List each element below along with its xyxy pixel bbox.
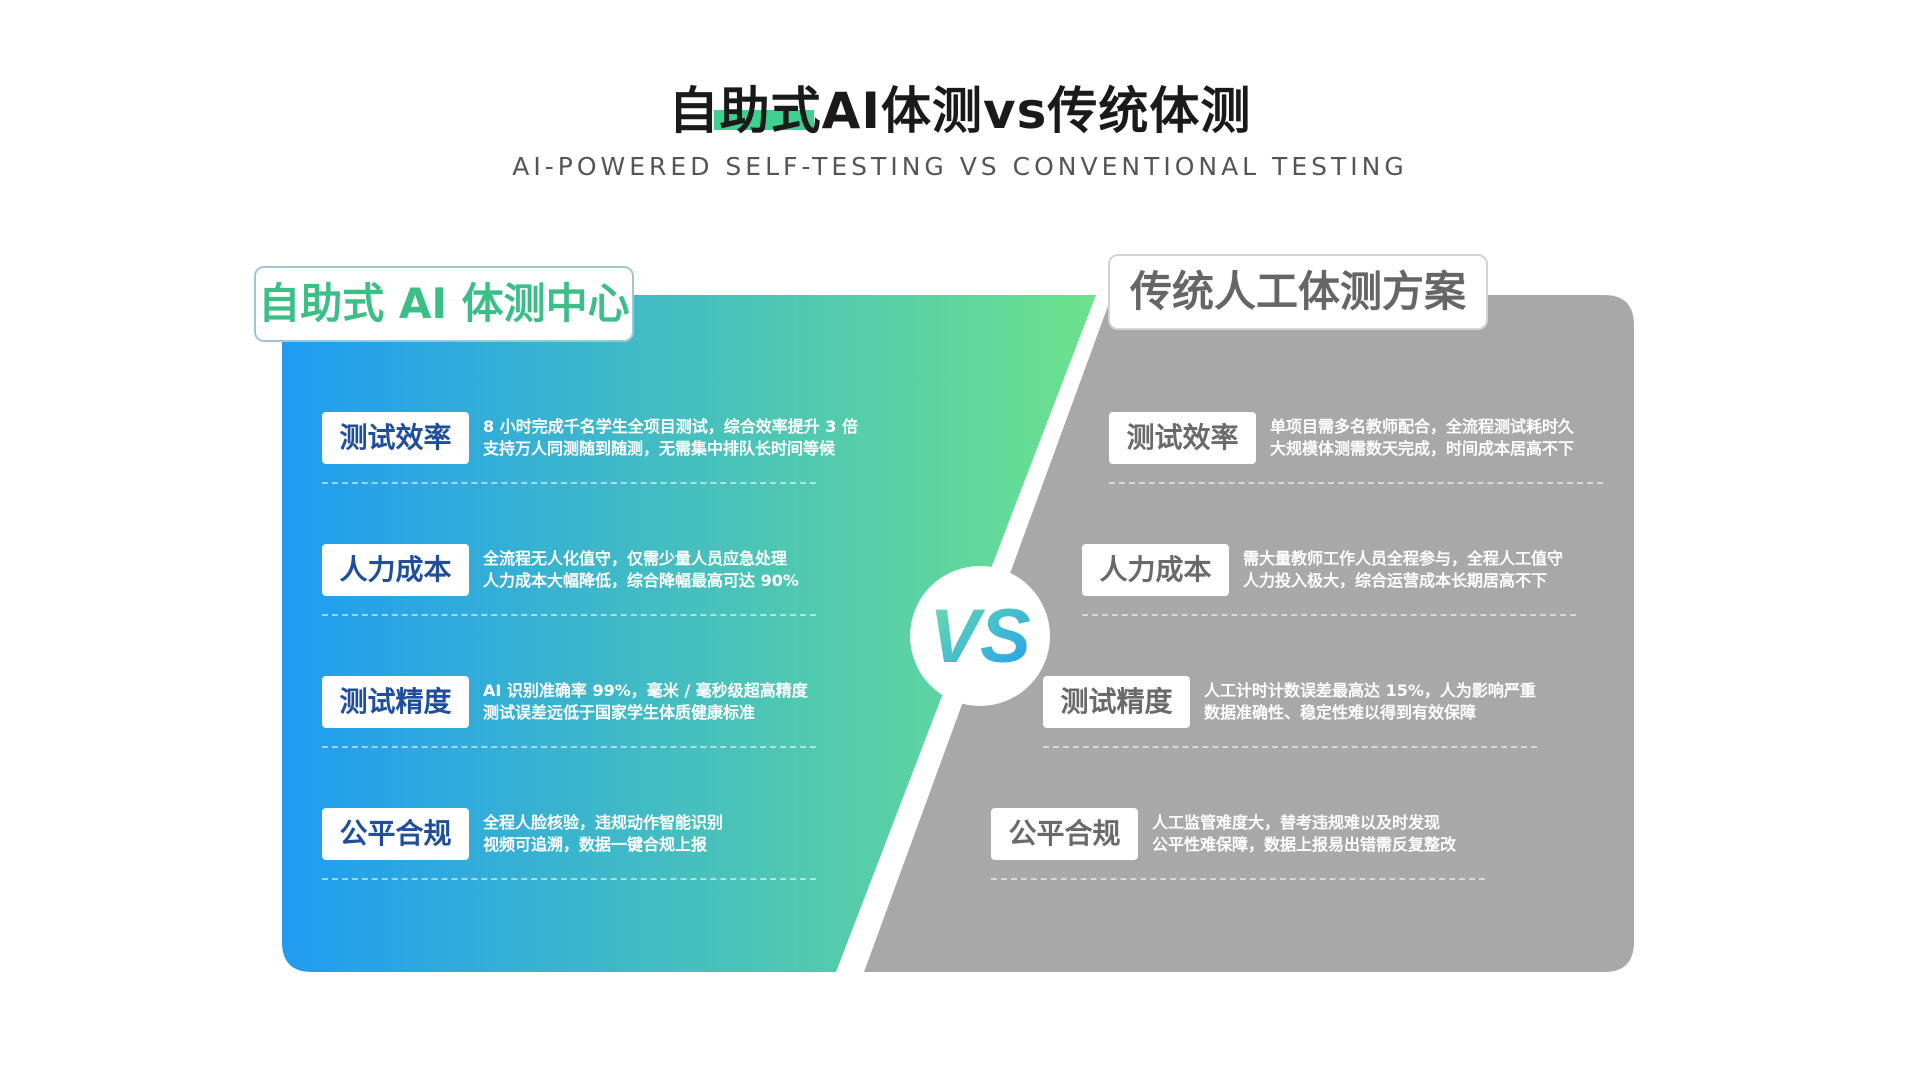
page-subtitle: AI-POWERED SELF-TESTING VS CONVENTIONAL …: [512, 152, 1408, 181]
left-row-desc: 8 小时完成千名学生全项目测试，综合效率提升 3 倍 支持万人同测随到随测，无需…: [483, 416, 903, 460]
title-block: 自助式AI体测vs传统体测: [0, 80, 1920, 142]
left-row-line: 人力成本大幅降低，综合降幅最高可达 90%: [483, 571, 799, 590]
right-row-line: 人力投入极大，综合运营成本长期居高不下: [1243, 571, 1548, 590]
left-heading-badge: 自助式 AI 体测中心: [254, 266, 634, 342]
right-row-label: 人力成本: [1082, 544, 1229, 596]
right-heading-badge: 传统人工体测方案: [1108, 254, 1488, 330]
left-row-divider: [322, 482, 816, 484]
right-row-line: 公平性难保障，数据上报易出错需反复整改: [1152, 835, 1457, 854]
right-row-divider: [1082, 614, 1576, 616]
left-row-line: AI 识别准确率 99%，毫米 / 毫秒级超高精度: [483, 681, 808, 700]
right-row-divider: [991, 878, 1485, 880]
right-row-line: 人工监管难度大，替考违规难以及时发现: [1152, 813, 1441, 832]
right-row-desc: 单项目需多名教师配合，全流程测试耗时久 大规模体测需数天完成，时间成本居高不下: [1270, 416, 1630, 460]
page-title: 自助式AI体测vs传统体测: [668, 82, 1252, 140]
left-row-label: 测试效率: [322, 412, 469, 464]
left-row-desc: 全程人脸核验，违规动作智能识别 视频可追溯，数据一键合规上报: [483, 812, 903, 856]
right-panel-bg: [864, 295, 1634, 972]
left-row-desc: AI 识别准确率 99%，毫米 / 毫秒级超高精度 测试误差远低于国家学生体质健…: [483, 680, 903, 724]
right-row-line: 人工计时计数误差最高达 15%，人为影响严重: [1204, 681, 1536, 700]
right-row-desc: 需大量教师工作人员全程参与，全程人工值守 人力投入极大，综合运营成本长期居高不下: [1243, 548, 1603, 592]
vs-badge: VS: [910, 566, 1050, 706]
vs-icon: VS: [929, 594, 1030, 679]
left-row-desc: 全流程无人化值守，仅需少量人员应急处理 人力成本大幅降低，综合降幅最高可达 90…: [483, 548, 903, 592]
left-row-line: 测试误差远低于国家学生体质健康标准: [483, 703, 756, 722]
right-row-label: 测试精度: [1043, 676, 1190, 728]
right-row-divider: [1109, 482, 1603, 484]
left-row-divider: [322, 878, 816, 880]
right-row-line: 单项目需多名教师配合，全流程测试耗时久: [1270, 417, 1575, 436]
left-row-line: 8 小时完成千名学生全项目测试，综合效率提升 3 倍: [483, 417, 858, 436]
left-row-divider: [322, 746, 816, 748]
right-row-label: 公平合规: [991, 808, 1138, 860]
left-row-label: 人力成本: [322, 544, 469, 596]
right-row-line: 数据准确性、稳定性难以得到有效保障: [1204, 703, 1477, 722]
left-row-line: 视频可追溯，数据一键合规上报: [483, 835, 708, 854]
left-row-label: 公平合规: [322, 808, 469, 860]
left-row-line: 支持万人同测随到随测，无需集中排队长时间等候: [483, 439, 836, 458]
right-row-desc: 人工监管难度大，替考违规难以及时发现 公平性难保障，数据上报易出错需反复整改: [1152, 812, 1532, 856]
left-row-line: 全程人脸核验，违规动作智能识别: [483, 813, 724, 832]
right-row-line: 大规模体测需数天完成，时间成本居高不下: [1270, 439, 1575, 458]
left-panel-bg: [282, 295, 1096, 972]
left-row-label: 测试精度: [322, 676, 469, 728]
right-row-label: 测试效率: [1109, 412, 1256, 464]
right-row-divider: [1043, 746, 1537, 748]
right-row-line: 需大量教师工作人员全程参与，全程人工值守: [1243, 549, 1564, 568]
left-row-line: 全流程无人化值守，仅需少量人员应急处理: [483, 549, 788, 568]
title-accent-bar: [714, 110, 814, 130]
left-row-divider: [322, 614, 816, 616]
vs-text: VS: [929, 594, 1030, 679]
right-row-desc: 人工计时计数误差最高达 15%，人为影响严重 数据准确性、稳定性难以得到有效保障: [1204, 680, 1584, 724]
